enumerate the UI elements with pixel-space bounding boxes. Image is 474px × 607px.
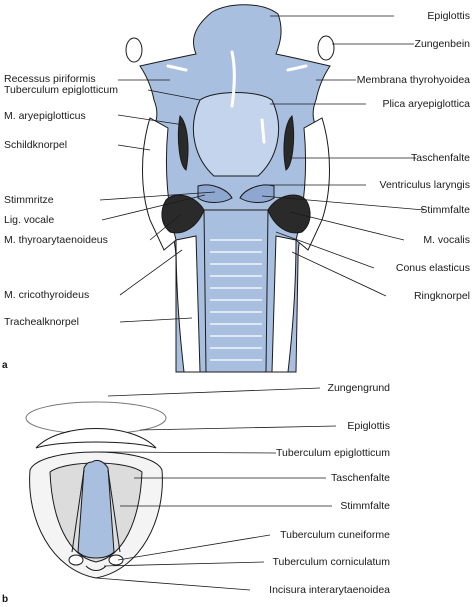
vestibule <box>192 92 280 177</box>
epiglottis-rim <box>35 428 157 449</box>
label-taschenfalte-a: Taschenfalte <box>411 152 470 164</box>
label-ringknorpel: Ringknorpel <box>413 290 470 302</box>
aryepiglottic-muscle-left <box>177 114 189 171</box>
hyoid-left <box>125 37 143 63</box>
label-m-aryepiglotticus: M. aryepiglotticus <box>4 110 86 122</box>
label-m-cricothyroideus: M. cricothyroideus <box>4 289 90 301</box>
cricoid-right <box>271 235 297 373</box>
leader-lines <box>95 15 425 591</box>
vocal-fold-right <box>239 184 275 203</box>
vocal-fold-left <box>197 184 233 203</box>
label-membrana-thyrohyoidea: Membrana thyrohyoidea <box>356 74 470 86</box>
label-epiglottis-a: Epiglottis <box>427 10 470 22</box>
label-incisura-interarytaenoidea: Incisura interarytaenoidea <box>269 584 390 596</box>
label-plica-aryepiglottica: Plica aryepiglottica <box>382 98 470 110</box>
panel-a-drawing <box>125 4 335 373</box>
tracheal-rings <box>210 239 262 361</box>
label-recessus-piriformis: Recessus piriformis <box>4 73 96 85</box>
cuneiform-left <box>68 554 84 566</box>
cuneiform-right <box>108 554 124 566</box>
label-ventriculus-laryngis: Ventriculus laryngis <box>379 179 470 191</box>
label-taschenfalte-b: Taschenfalte <box>331 472 390 484</box>
aryepiglottic-muscle-right <box>283 114 295 171</box>
label-schildknorpel: Schildknorpel <box>4 139 68 151</box>
label-stimmfalte-a: Stimmfalte <box>420 204 470 216</box>
mucosa-highlights <box>166 50 308 144</box>
vocal-fold-edge-right <box>107 469 121 553</box>
label-zungenbein: Zungenbein <box>414 38 470 50</box>
label-tuberculum-epiglotticum-a: Tuberculum epiglotticum <box>4 84 118 96</box>
label-stimmfalte-b: Stimmfalte <box>340 500 390 512</box>
label-tuberculum-cuneiforme: Tuberculum cuneiforme <box>280 529 390 541</box>
label-lig-vocale: Lig. vocale <box>4 214 55 226</box>
panel-b-drawing <box>25 401 167 579</box>
glottis-opening <box>77 459 115 559</box>
panel-a-letter: a <box>2 360 8 371</box>
trachea <box>203 209 269 373</box>
panel-b-letter: b <box>2 594 9 605</box>
hyoid-right <box>317 35 335 61</box>
label-zungengrund: Zungengrund <box>327 382 390 394</box>
cricoid-left <box>175 235 201 373</box>
label-tuberculum-epiglotticum-b: Tuberculum epiglotticum <box>276 447 390 459</box>
muscle-left <box>161 194 205 234</box>
label-conus-elasticus: Conus elasticus <box>395 262 470 274</box>
vocal-fold-edge-left <box>71 469 85 553</box>
label-stimmritze: Stimmritze <box>4 194 54 206</box>
label-tuberculum-corniculatum: Tuberculum corniculatum <box>272 556 391 568</box>
label-epiglottis-b: Epiglottis <box>347 420 390 432</box>
label-trachealknorpel: Trachealknorpel <box>4 316 79 328</box>
label-m-vocalis: M. vocalis <box>423 234 470 246</box>
label-m-thyroarytaenoideus: M. thyroarytaenoideus <box>4 234 108 246</box>
interarytenoid-notch <box>85 565 107 571</box>
